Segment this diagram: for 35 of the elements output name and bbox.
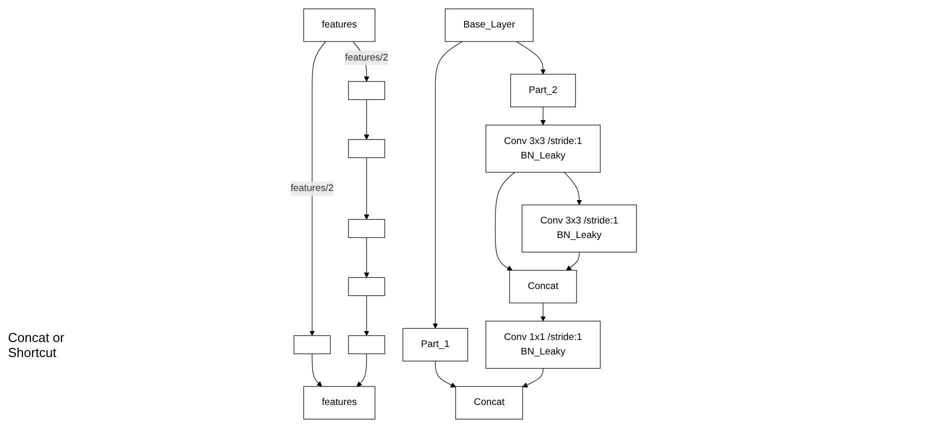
node-box [348, 277, 386, 296]
node-box: Concat [509, 270, 577, 304]
node-box [348, 335, 386, 354]
node-box: Part_2 [510, 74, 576, 108]
arrow [309, 41, 326, 336]
node-box: Part_1 [402, 328, 468, 362]
note-text: Concat or Shortcut [8, 330, 66, 360]
arrow [435, 360, 456, 388]
node-box [348, 81, 386, 100]
node-box: Conv 1x1 /stride:1 BN_Leaky [486, 320, 601, 369]
arrow [522, 368, 544, 388]
arrow [516, 41, 546, 74]
arrow [566, 252, 580, 271]
node-box: Conv 3x3 /stride:1 BN_Leaky [522, 204, 637, 252]
node-box: Base_Layer [444, 8, 534, 42]
arrow [540, 302, 546, 322]
node-box: Concat [455, 386, 523, 420]
arrow [564, 172, 582, 206]
node-box [294, 335, 331, 354]
node-box: features [303, 8, 376, 42]
arrow [364, 99, 370, 140]
edge-label: features/2 [345, 52, 388, 63]
node-box [348, 219, 386, 238]
node-box: Conv 3x3 /stride:1 BN_Leaky [486, 124, 601, 173]
arrow [540, 106, 546, 126]
arrow [364, 295, 370, 336]
node-box: features [303, 386, 376, 420]
arrow [494, 172, 516, 271]
node-box [348, 139, 386, 158]
arrow [364, 157, 370, 220]
edge-label: features/2 [290, 183, 334, 194]
arrow [312, 354, 322, 387]
arrow [356, 354, 367, 387]
arrow [432, 41, 463, 329]
arrow [364, 237, 370, 278]
